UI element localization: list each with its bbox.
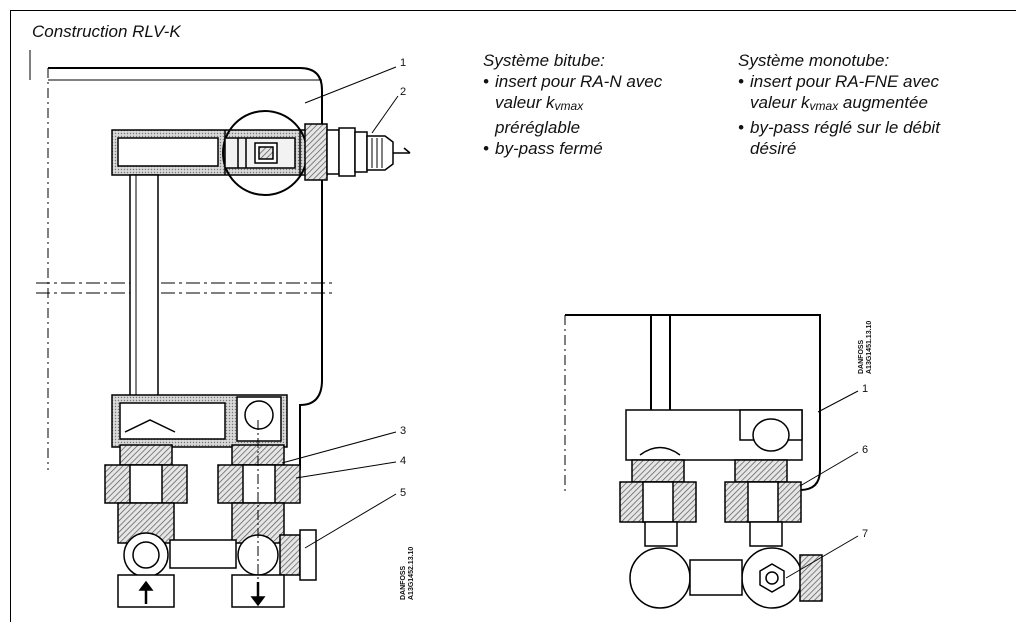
left-valve-drawing xyxy=(29,50,411,608)
monotube-bullet-2-line-1: by-pass réglé sur le débit xyxy=(750,118,940,137)
kvmax-suffix: augmentée xyxy=(838,93,928,112)
supply-fitting xyxy=(104,444,188,608)
kvmax-sub: vmax xyxy=(809,99,839,113)
bullet-marker: • xyxy=(738,118,744,137)
lower-body-left xyxy=(629,547,691,609)
callout-7: 7 xyxy=(862,528,868,540)
monotube-bullet-1-line-2: valeur kvmax augmentée xyxy=(738,92,940,117)
left-code-brand: DANFOSS xyxy=(400,565,407,600)
monotube-bullet-1-line-1: insert pour RA-FNE avec xyxy=(750,72,939,91)
right-drawing-code: DANFOSS A13G1451.13.10 xyxy=(858,321,873,374)
threaded-connector xyxy=(304,123,328,181)
left-code-id: A13G1452.13.10 xyxy=(408,547,415,600)
callout-6: 6 xyxy=(862,444,868,456)
bypass-ball xyxy=(244,400,274,430)
bitube-bullet-1-line-2: valeur kvmax xyxy=(483,92,662,117)
bitube-bullet-1-line-3: préréglable xyxy=(495,118,581,137)
figure-title: Construction RLV-K xyxy=(32,22,181,41)
bullet-marker: • xyxy=(483,72,489,91)
kvmax-sub: vmax xyxy=(554,99,584,113)
bitube-bullet-1-line-1: insert pour RA-N avec xyxy=(495,72,663,91)
monotube-bullet-2-line-2: désiré xyxy=(750,139,797,158)
bullet-marker: • xyxy=(483,139,489,158)
left-drawing-code: DANFOSS A13G1452.13.10 xyxy=(400,547,415,600)
bitube-bullet-2: by-pass fermé xyxy=(495,139,603,158)
bitube-description: Système bitube: • insert pour RA-N avec v… xyxy=(483,50,662,159)
right-code-brand: DANFOSS xyxy=(858,339,865,374)
callout-2: 2 xyxy=(400,86,406,98)
kvmax-k: valeur k xyxy=(750,93,810,112)
callout-4: 4 xyxy=(400,455,406,467)
callout-5: 5 xyxy=(400,487,406,499)
right-valve-drawing xyxy=(564,314,859,609)
bullet-marker: • xyxy=(738,72,744,91)
figure-frame xyxy=(10,10,1016,622)
bypass-cap-right xyxy=(752,418,790,452)
callout-1-right: 1 xyxy=(862,383,868,395)
radiator-outline xyxy=(48,67,323,470)
kvmax-k: valeur k xyxy=(495,93,555,112)
bitube-heading: Système bitube: xyxy=(483,51,605,70)
right-code-id: A13G1451.13.10 xyxy=(866,321,873,374)
callout-1: 1 xyxy=(400,57,406,69)
callout-3: 3 xyxy=(400,425,406,437)
monotube-description: Système monotube: • insert pour RA-FNE av… xyxy=(738,50,940,159)
vertical-pipe xyxy=(129,174,159,401)
monotube-heading: Système monotube: xyxy=(738,51,890,70)
return-fitting xyxy=(217,420,317,608)
